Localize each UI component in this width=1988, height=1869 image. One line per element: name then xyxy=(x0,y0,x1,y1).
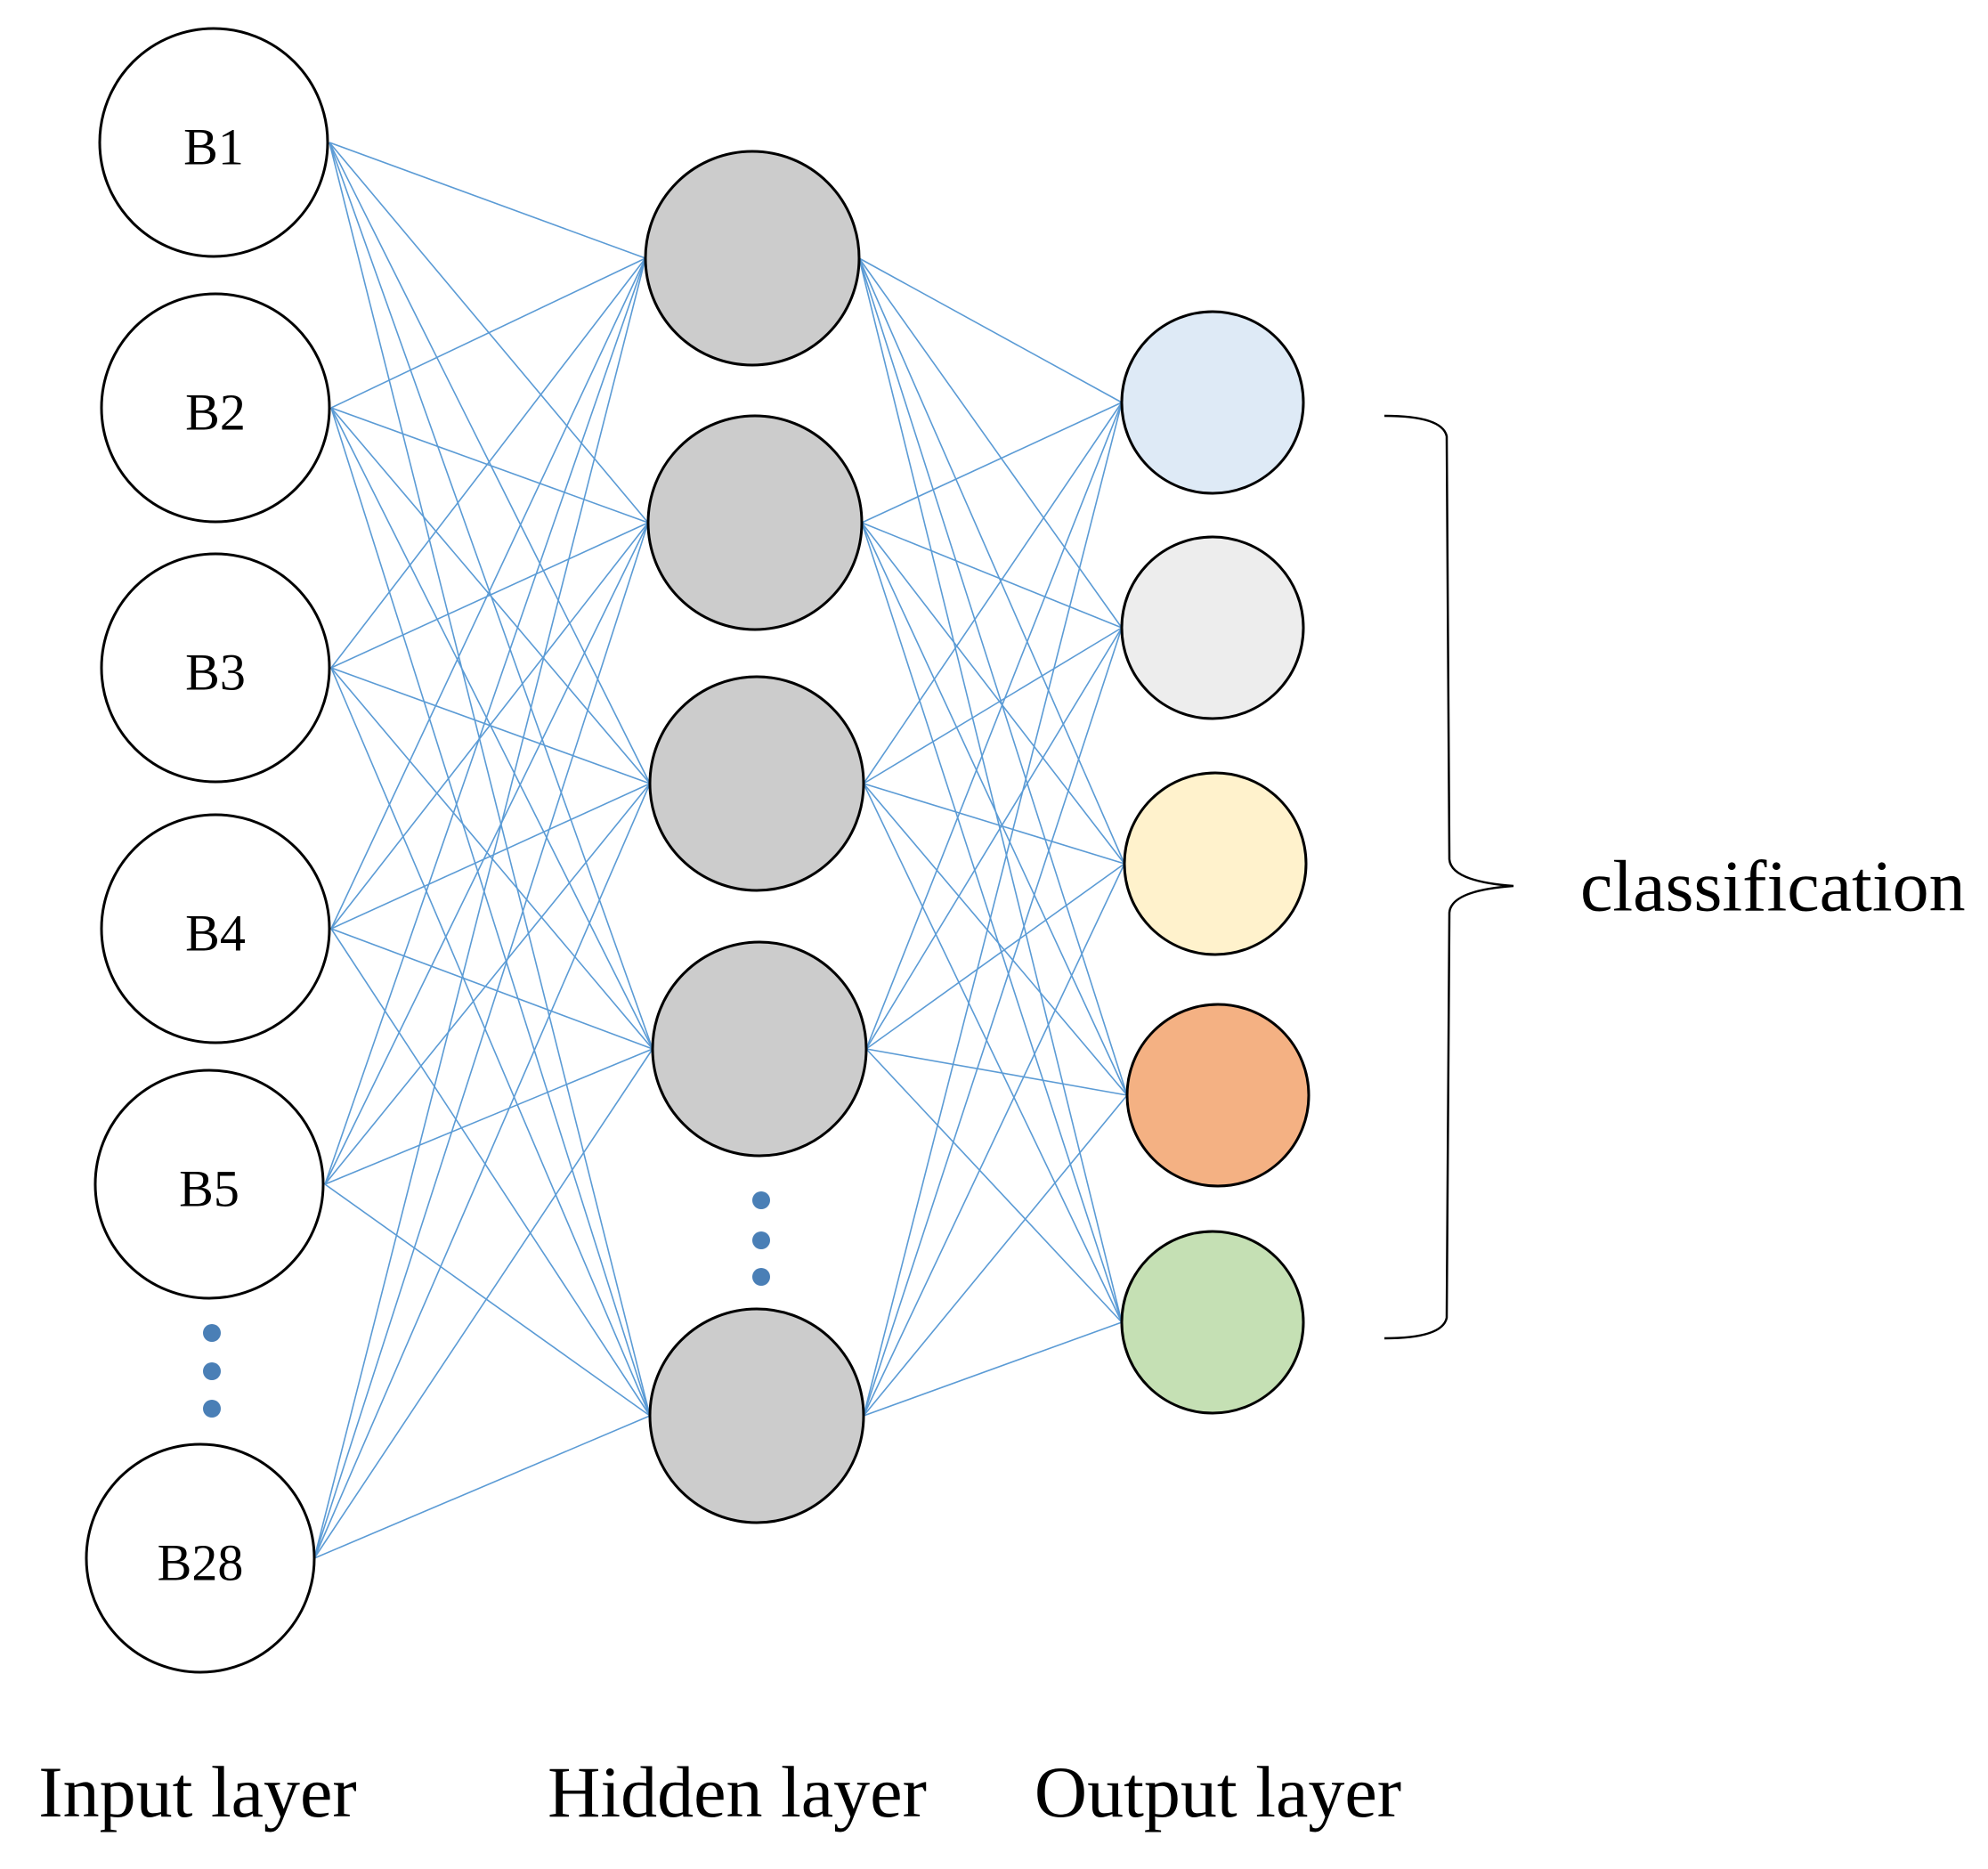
connection-line xyxy=(324,522,649,1185)
connection-line xyxy=(329,142,646,259)
hidden-node xyxy=(646,414,864,631)
output-node-1 xyxy=(1120,310,1305,495)
connection-line xyxy=(330,928,651,1417)
input-node-circle xyxy=(100,552,331,784)
connection-line xyxy=(330,407,651,1417)
ellipsis-dot xyxy=(203,1362,221,1380)
input-node-circle xyxy=(85,1442,316,1674)
input-node-b5: B5 xyxy=(93,1069,325,1300)
input-node-circle xyxy=(100,813,331,1044)
connection-line xyxy=(865,627,1123,1050)
connection-line xyxy=(863,402,1123,1417)
connection-line xyxy=(330,407,649,524)
input-node-b4: B4 xyxy=(100,813,331,1044)
ellipsis-dot xyxy=(203,1400,221,1418)
connection-line xyxy=(863,1321,1123,1417)
connection-line xyxy=(865,863,1125,1050)
connection-line xyxy=(330,783,651,930)
input-node-label: B4 xyxy=(185,905,246,963)
hidden-layer xyxy=(644,150,868,1524)
connection-line xyxy=(863,402,1123,784)
hidden-layer-label: Hidden layer xyxy=(548,1751,927,1832)
connection-line xyxy=(313,257,646,1559)
input-node-label: B28 xyxy=(158,1534,244,1592)
connection-line xyxy=(865,1048,1128,1096)
connection-line xyxy=(863,1094,1128,1417)
ellipsis-dot xyxy=(203,1324,221,1342)
connection-line xyxy=(313,783,651,1559)
connection-line xyxy=(861,522,1125,865)
connection-line xyxy=(330,522,649,930)
connection-line xyxy=(858,257,1128,1096)
hidden-node xyxy=(648,675,865,892)
connection-line xyxy=(330,257,646,409)
connection-line xyxy=(330,407,651,784)
input-node-circle xyxy=(98,27,329,258)
connection-line xyxy=(863,783,1128,1096)
connection-line xyxy=(329,142,651,784)
connection-line xyxy=(330,257,646,669)
connection-line xyxy=(865,1048,1123,1323)
connection-line xyxy=(858,257,1125,865)
input-node-circle xyxy=(100,292,331,524)
connection-line xyxy=(330,928,653,1050)
connection-line xyxy=(313,1415,651,1559)
connection-line xyxy=(861,402,1123,524)
connection-line xyxy=(863,863,1125,1417)
connection-line xyxy=(858,257,1123,1323)
connection-line xyxy=(324,1048,653,1185)
output-node-5 xyxy=(1120,1230,1305,1415)
input-node-label: B1 xyxy=(183,118,244,176)
output-node-2 xyxy=(1120,535,1305,720)
connection-line xyxy=(324,1183,651,1417)
output-node-4 xyxy=(1125,1003,1310,1188)
input-node-b28: B28 xyxy=(85,1442,316,1674)
input-node-label: B5 xyxy=(179,1160,239,1218)
output-layer-label: Output layer xyxy=(1035,1751,1401,1832)
hidden-node xyxy=(644,150,861,367)
connection-line xyxy=(863,783,1125,865)
connection-line xyxy=(313,1048,653,1559)
connection-line xyxy=(330,667,651,1417)
connection-line xyxy=(863,783,1123,1323)
input-node-label: B3 xyxy=(185,644,246,702)
connection-line xyxy=(330,407,653,1050)
input-node-circle xyxy=(93,1069,325,1300)
connection-line xyxy=(861,522,1123,629)
connection-line xyxy=(865,402,1123,1050)
output-node-3 xyxy=(1123,771,1308,956)
input-ellipsis xyxy=(203,1324,221,1418)
connection-line xyxy=(329,142,651,1417)
input-node-b1: B1 xyxy=(98,27,329,258)
input-node-label: B2 xyxy=(185,384,246,442)
input-node-b3: B3 xyxy=(100,552,331,784)
connection-line xyxy=(324,783,651,1185)
ellipsis-dot xyxy=(752,1231,770,1249)
input-layer-label: Input layer xyxy=(38,1751,356,1832)
hidden-ellipsis xyxy=(752,1191,770,1286)
connection-line xyxy=(330,257,646,930)
connection-line xyxy=(858,257,1123,403)
connection-line xyxy=(863,627,1123,1417)
ellipsis-dot xyxy=(752,1268,770,1286)
connection-line xyxy=(858,257,1123,629)
output-layer xyxy=(1120,310,1310,1415)
connection-line xyxy=(330,522,649,669)
connection-line xyxy=(861,522,1128,1096)
hidden-node xyxy=(651,940,868,1158)
classification-label: classification xyxy=(1580,846,1966,927)
input-layer: B1 B2 B3 B4 B5 B28 xyxy=(85,27,331,1674)
connection-line xyxy=(313,522,649,1559)
connection-line xyxy=(861,522,1123,1323)
hidden-node xyxy=(648,1307,865,1524)
connection-line xyxy=(863,627,1123,784)
ellipsis-dot xyxy=(752,1191,770,1209)
connection-line xyxy=(324,257,646,1185)
classification-brace xyxy=(1383,414,1514,1340)
input-node-b2: B2 xyxy=(100,292,331,524)
connections xyxy=(313,142,1128,1559)
